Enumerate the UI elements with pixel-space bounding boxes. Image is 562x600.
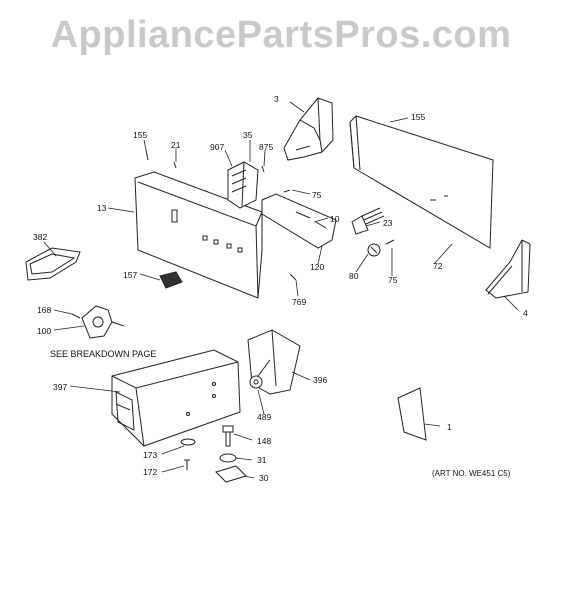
callout-21: 21 (171, 140, 181, 150)
callout-397: 397 (53, 382, 68, 392)
part-1-leaflet (397, 387, 427, 441)
callout-907: 907 (210, 142, 225, 152)
part-75-screw-top (283, 189, 291, 193)
callout-382: 382 (33, 232, 48, 242)
callout-769: 769 (292, 297, 307, 307)
callout-4: 4 (523, 308, 528, 318)
part-3-bracket (283, 97, 334, 161)
part-30-plate (215, 465, 247, 483)
part-168-screw (71, 313, 81, 319)
part-155-screw (145, 149, 149, 161)
callout-31: 31 (257, 455, 267, 465)
callout-75-bottom: 75 (388, 275, 398, 285)
part-875-screw (261, 165, 265, 173)
callout-120: 120 (310, 262, 325, 272)
part-31-washer (219, 453, 237, 463)
callout-72: 72 (433, 261, 443, 271)
part-72-back-panel (349, 115, 494, 249)
part-75-screw (385, 239, 395, 245)
part-80-knob (367, 243, 381, 257)
callout-75-top: 75 (312, 190, 322, 200)
part-382-panel (25, 247, 81, 281)
part-4-bracket (485, 239, 531, 299)
callout-30: 30 (259, 473, 269, 483)
callout-13: 13 (97, 203, 107, 213)
part-397-duct (111, 349, 241, 447)
callout-35: 35 (243, 130, 253, 140)
callout-10: 10 (330, 214, 340, 224)
callout-168: 168 (37, 305, 52, 315)
part-489-gear (249, 375, 263, 389)
part-769-screw (289, 273, 297, 281)
watermark-logo: AppliancePartsPros.com (50, 14, 512, 56)
part-13-control-panel (134, 171, 263, 299)
part-21-screw (173, 161, 177, 169)
part-173-washer (180, 438, 196, 446)
part-10-terminal-board (261, 193, 337, 249)
callout-100: 100 (37, 326, 52, 336)
part-35-switch (227, 161, 259, 209)
callout-489: 489 (257, 412, 272, 422)
callout-1: 1 (447, 422, 452, 432)
callout-155-right: 155 (411, 112, 426, 122)
callout-875: 875 (259, 142, 274, 152)
callout-172: 172 (143, 467, 158, 477)
callout-157: 157 (123, 270, 138, 280)
callout-23: 23 (383, 218, 393, 228)
callout-396: 396 (313, 375, 328, 385)
art-number-note: (ART NO. WE451 C5) (432, 469, 511, 478)
part-100-valve-assembly (81, 305, 125, 339)
callout-3: 3 (274, 94, 279, 104)
callout-148: 148 (257, 436, 272, 446)
callout-155-left: 155 (133, 130, 148, 140)
callout-173: 173 (143, 450, 158, 460)
part-172-screw (184, 459, 190, 470)
part-157-clip (159, 271, 183, 289)
part-23-connector (351, 207, 385, 235)
see-breakdown-note: SEE BREAKDOWN PAGE (50, 349, 157, 359)
part-148-bolt (222, 425, 234, 447)
callout-80: 80 (349, 271, 359, 281)
